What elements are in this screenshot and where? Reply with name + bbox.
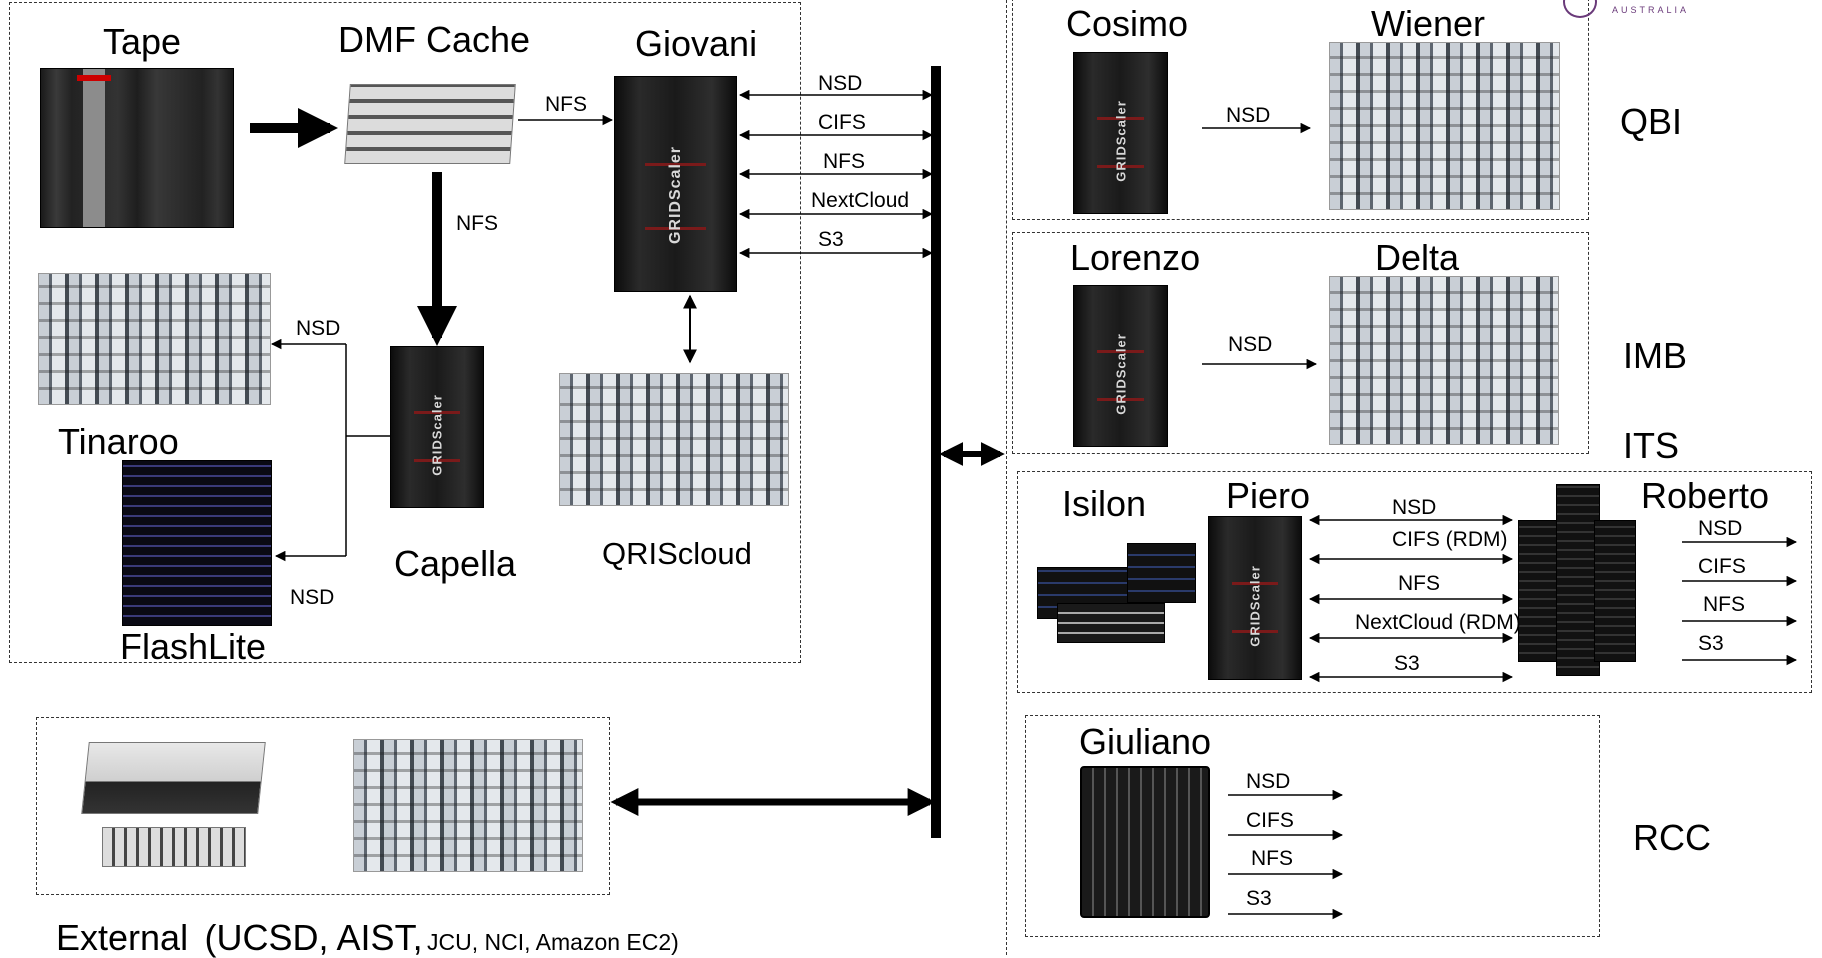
node-label-delta: Delta (1375, 237, 1460, 278)
cosimo-gridscaler-rack: GRIDScaler (1073, 52, 1168, 214)
protocol-label-nfs: NFS (1398, 572, 1440, 595)
its-region (1017, 471, 1812, 693)
protocol-label-nfs: NFS (545, 93, 587, 116)
protocol-label-s3: S3 (818, 228, 844, 251)
node-label-qriscloud: QRIScloud (602, 536, 752, 571)
delta-server-photo (1329, 276, 1559, 445)
capella-gridscaler-rack: GRIDScaler (390, 346, 484, 508)
group-label-imb: IMB (1623, 335, 1688, 376)
group-label-rcc: RCC (1633, 817, 1711, 858)
node-label-giuliano: Giuliano (1079, 721, 1212, 762)
rcc-region (1025, 715, 1600, 937)
protocol-label-nfs: NFS (823, 150, 865, 173)
node-label-giovani: Giovani (635, 23, 758, 64)
protocol-label-nsd: NSD (1228, 333, 1273, 356)
protocol-label-s3: S3 (1394, 652, 1420, 675)
protocol-label-nsd: NSD (290, 586, 335, 609)
node-label-wiener: Wiener (1371, 3, 1486, 44)
qriscloud-server-photo (559, 373, 789, 506)
roberto-cluster-icon (1518, 484, 1636, 676)
piero-gridscaler-rack: GRIDScaler (1208, 516, 1302, 680)
protocol-label-nsd: NSD (1698, 517, 1743, 540)
node-label-isilon: Isilon (1062, 483, 1147, 524)
qbi-region (1012, 0, 1589, 220)
protocol-label-cifs: CIFS (818, 111, 866, 134)
group-label-qbi: QBI (1620, 101, 1683, 142)
logo-text: AUSTRALIA (1612, 5, 1690, 15)
protocol-label-cifs: CIFS (RDM) (1392, 528, 1508, 551)
protocol-label-nsd: NSD (1226, 104, 1271, 127)
protocol-label-nextcloud: NextCloud (811, 189, 910, 212)
lorenzo-gridscaler-rack: GRIDScaler (1073, 285, 1168, 447)
protocol-label-nsd: NSD (1246, 770, 1291, 793)
node-label-dmf-cache: DMF Cache (338, 19, 531, 60)
protocol-label-nsd: NSD (1392, 496, 1437, 519)
imb-region (1012, 232, 1589, 454)
protocol-label-cifs: CIFS (1698, 555, 1746, 578)
node-label-flashlite: FlashLite (120, 626, 267, 667)
divider-line (1006, 0, 1007, 955)
tape-library-icon (40, 68, 234, 228)
tinaroo-server-photo (38, 273, 271, 405)
protocol-label-nfs: NFS (456, 212, 498, 235)
uq-storage-region (9, 2, 801, 663)
external-major-sites: (UCSD, AIST, (204, 917, 423, 958)
node-label-capella: Capella (394, 543, 517, 584)
protocol-label-nfs: NFS (1251, 847, 1293, 870)
flashlite-server-photo (122, 460, 272, 626)
protocol-label-s3: S3 (1698, 632, 1724, 655)
isilon-node-icon (1127, 543, 1196, 603)
node-label-lorenzo: Lorenzo (1070, 237, 1201, 278)
giuliano-tower-server-icon (1080, 766, 1210, 918)
node-label-tape: Tape (103, 21, 182, 62)
external-storage-chassis-icon (102, 827, 246, 867)
wiener-server-photo (1329, 42, 1560, 210)
external-label: External (UCSD, AIST, JCU, NCI, Amazon E… (56, 920, 679, 956)
node-label-tinaroo: Tinaroo (58, 421, 179, 462)
protocol-label-s3: S3 (1246, 887, 1272, 910)
isilon-node-icon (1057, 603, 1165, 643)
node-label-roberto: Roberto (1641, 475, 1770, 516)
giovani-gridscaler-rack: GRIDScaler (614, 76, 737, 292)
external-region (36, 717, 610, 895)
group-label-its: ITS (1623, 425, 1680, 466)
external-minor-sites: JCU, NCI, Amazon EC2) (427, 929, 679, 955)
protocol-label-nfs: NFS (1703, 593, 1745, 616)
protocol-label-nsd: NSD (296, 317, 341, 340)
node-label-cosimo: Cosimo (1066, 3, 1189, 44)
external-server-photo (353, 739, 583, 872)
node-label-piero: Piero (1226, 475, 1311, 516)
protocol-label-nextcloud: NextCloud (RDM) (1355, 611, 1521, 634)
protocol-label-cifs: CIFS (1246, 809, 1294, 832)
external-title: External (56, 917, 189, 958)
protocol-label-nsd: NSD (818, 72, 863, 95)
